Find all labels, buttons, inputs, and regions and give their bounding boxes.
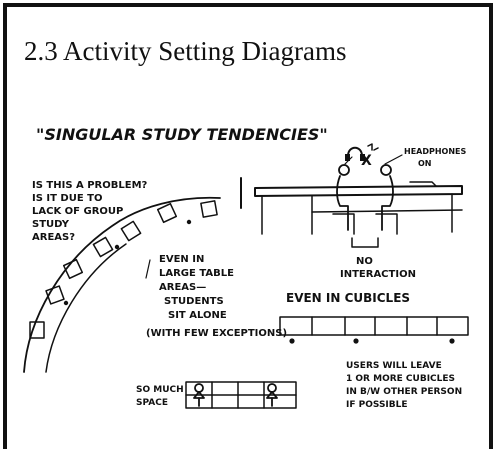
bottom-table	[185, 381, 297, 409]
sketch-heading: "SINGULAR STUDY TENDENCIES"	[36, 125, 328, 144]
cubicles-note: EVEN IN CUBICLES	[286, 291, 410, 305]
arrow-left-line	[344, 156, 353, 165]
person-icon	[193, 383, 205, 407]
frame-border-left	[3, 3, 7, 449]
headphones-note-line: HEADPHONES	[404, 147, 467, 156]
student-figure	[332, 164, 355, 235]
long-table	[240, 177, 463, 235]
problem-note-line: IS IT DUE TO	[32, 193, 102, 204]
person-icon	[266, 383, 278, 407]
large-table-line: SIT ALONE	[168, 310, 227, 321]
student-figure	[375, 164, 437, 235]
large-table-line: EVEN IN	[159, 254, 204, 265]
space-note-line: SPACE	[136, 398, 168, 408]
leave-cubicles-line: USERS WILL LEAVE	[346, 361, 442, 371]
cubicle-row	[279, 316, 469, 344]
x-mark: X	[361, 153, 372, 169]
exceptions-note: (WITH FEW EXCEPTIONS)	[146, 328, 287, 339]
large-table-line: LARGE TABLE	[159, 268, 234, 279]
frame-border-right	[489, 3, 493, 449]
no-interaction-bracket	[351, 237, 379, 248]
problem-note: IS THIS A PROBLEM? IS IT DUE TO LACK OF …	[32, 180, 148, 243]
headphones-icon	[345, 143, 379, 161]
frame-border-top	[3, 3, 493, 7]
problem-note-line: LACK OF GROUP	[32, 206, 123, 217]
no-interaction-line: NO	[356, 256, 373, 267]
headphones-note-line: ON	[418, 159, 432, 168]
large-table-line: AREAS—	[159, 282, 206, 293]
leave-cubicles-note: USERS WILL LEAVE 1 OR MORE CUBICLES IN B…	[346, 361, 462, 410]
problem-note-line: STUDY	[32, 219, 70, 230]
no-interaction-line: INTERACTION	[340, 269, 416, 280]
leave-cubicles-line: 1 OR MORE CUBICLES	[346, 374, 455, 384]
large-table-line: STUDENTS	[164, 296, 224, 307]
large-table-note: EVEN IN LARGE TABLE AREAS— STUDENTS SIT …	[159, 254, 234, 321]
leave-cubicles-line: IF POSSIBLE	[346, 400, 408, 410]
problem-note-line: IS THIS A PROBLEM?	[32, 180, 148, 191]
space-note-line: SO MUCH	[136, 385, 184, 395]
problem-note-line: AREAS?	[32, 232, 75, 243]
curved-desk-row	[23, 196, 221, 373]
large-table-pointer	[145, 259, 151, 279]
leave-cubicles-line: IN B/W OTHER PERSON	[346, 387, 462, 397]
page-title: 2.3 Activity Setting Diagrams	[24, 36, 347, 66]
headphones-pointer-line	[384, 154, 403, 165]
